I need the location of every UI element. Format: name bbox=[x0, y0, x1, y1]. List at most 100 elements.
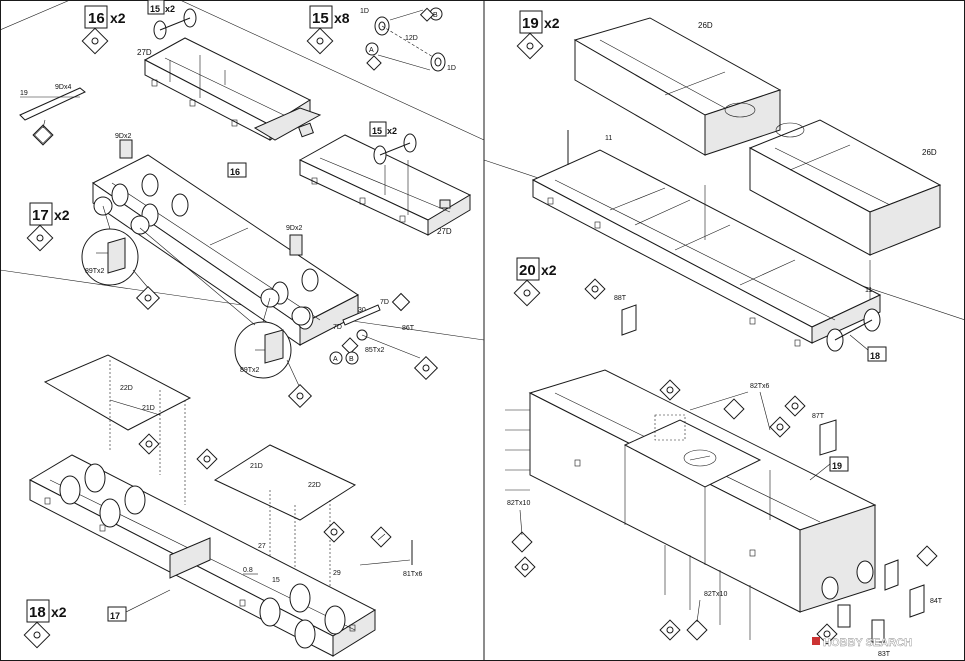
step-multiplier: x2 bbox=[541, 262, 557, 278]
section-separator-corner bbox=[0, 0, 71, 31]
part-label-85tx2: 85Tx2 bbox=[365, 347, 385, 354]
part-label-21d-a: 21D bbox=[142, 405, 155, 412]
step-multiplier: x2 bbox=[54, 207, 70, 223]
callout-b: B bbox=[349, 356, 354, 363]
part-label-82tx10-b: 82Tx10 bbox=[704, 591, 727, 598]
part-label-88t: 88T bbox=[614, 295, 627, 302]
step-number: 15 bbox=[150, 4, 160, 14]
step-number-box bbox=[84, 5, 108, 29]
dimension-29: 29 bbox=[333, 570, 341, 577]
part-label-21d-b: 21D bbox=[250, 463, 263, 470]
ref-18: 18 bbox=[870, 351, 880, 361]
glue-icon bbox=[769, 416, 791, 438]
cement-icon bbox=[516, 32, 544, 60]
watermark-logo-icon bbox=[812, 637, 820, 645]
step-number: 15 bbox=[312, 10, 329, 27]
part-label-9dx2-a: 9Dx2 bbox=[115, 133, 131, 140]
cut-icon bbox=[366, 55, 382, 71]
part-87t: 87T bbox=[784, 395, 837, 456]
step-16: 16 x2 bbox=[81, 5, 126, 55]
cement-icon bbox=[138, 433, 160, 455]
step-15-mid: 15 x2 bbox=[369, 121, 417, 215]
cement-drop-icon bbox=[316, 37, 324, 45]
part-label-82tx10-a: 82Tx10 bbox=[507, 500, 530, 507]
step-number: 19 bbox=[522, 15, 539, 32]
step-19: 19 x2 bbox=[516, 10, 560, 60]
part-label-12d: 12D bbox=[405, 35, 418, 42]
dimension-0-8: 0.8 bbox=[243, 567, 253, 574]
cement-icons-step18 bbox=[138, 433, 392, 548]
callout-a: A bbox=[333, 356, 338, 363]
callout-b: B bbox=[433, 12, 438, 19]
cement-drop-icon bbox=[36, 234, 44, 242]
step-17-ref: 17 bbox=[107, 589, 171, 622]
cement-icon bbox=[196, 448, 218, 470]
cut-icon bbox=[723, 398, 745, 420]
part-label-7d-b: 7D bbox=[333, 324, 342, 331]
step-number: 15 bbox=[372, 126, 382, 136]
part-label-86t: 86T bbox=[402, 325, 415, 332]
part-label-83t: 83T bbox=[878, 651, 891, 658]
glue-icon bbox=[816, 623, 838, 645]
cement-icon bbox=[23, 621, 51, 649]
step-multiplier: x2 bbox=[165, 4, 175, 14]
dimension-callouts: 27 0.8 15 29 bbox=[243, 543, 341, 584]
cement-drop-icon bbox=[526, 42, 534, 50]
part-84t: 84T bbox=[884, 545, 943, 618]
section-separator-left-0 bbox=[179, 0, 485, 141]
cement-drop-icon bbox=[91, 37, 99, 45]
part-label-82tx6: 82Tx6 bbox=[750, 383, 770, 390]
step-17: 17 x2 bbox=[26, 202, 70, 252]
step-number: 16 bbox=[88, 10, 105, 27]
part-82t-top: 82Tx6 bbox=[659, 379, 791, 438]
glue-icon bbox=[514, 556, 536, 578]
dimension-19: 19 bbox=[20, 90, 28, 97]
hull-17-assembly bbox=[28, 454, 377, 657]
part-label-22d-b: 22D bbox=[308, 482, 321, 489]
step-15-top-left: 15 x2 bbox=[147, 0, 197, 40]
step-number-box bbox=[519, 10, 543, 34]
part-83t: 83T bbox=[816, 604, 891, 658]
step-multiplier: x8 bbox=[334, 10, 350, 26]
part-label-89tx2-a: 89Tx2 bbox=[85, 268, 105, 275]
cement-icon bbox=[306, 27, 334, 55]
part-label-26d-b: 26D bbox=[922, 148, 937, 157]
part-label-27d-a: 27D bbox=[137, 48, 152, 57]
cut-icon bbox=[370, 526, 392, 548]
step-16-ref: 16 bbox=[227, 162, 247, 178]
glue-icon bbox=[135, 285, 161, 311]
step-number: 17 bbox=[32, 207, 49, 224]
step-number: 20 bbox=[519, 262, 536, 279]
hull-20-assembly bbox=[528, 369, 877, 613]
step-number-box bbox=[309, 5, 333, 29]
hull-16-assembly bbox=[92, 154, 359, 346]
part-label-1d: 1D bbox=[447, 65, 456, 72]
roof-26d-upper bbox=[573, 17, 782, 156]
part-label-11-a: 11 bbox=[605, 135, 612, 142]
step-multiplier: x2 bbox=[544, 15, 560, 31]
step-18-ref: 18 bbox=[849, 334, 887, 362]
cut-icon bbox=[686, 619, 708, 641]
glue-icon bbox=[659, 619, 681, 641]
dimension-27: 27 bbox=[258, 543, 266, 550]
part-label-1d: 1D bbox=[360, 8, 369, 15]
floor-22d-21d-right: 21D 22D bbox=[213, 444, 357, 600]
detail-circle-89t-b: 89Tx2 bbox=[139, 227, 313, 409]
roof-26d-lower bbox=[748, 119, 942, 256]
cut-icon bbox=[916, 545, 938, 567]
callout-a-icon bbox=[365, 42, 379, 56]
ref-16: 16 bbox=[230, 167, 240, 177]
glue-icon bbox=[784, 395, 806, 417]
step-19-ref: 19 bbox=[809, 456, 849, 481]
part-label-81tx6: 81Tx6 bbox=[403, 571, 423, 578]
glue-icon bbox=[413, 355, 439, 381]
part-label-7d-a: 7D bbox=[380, 299, 389, 306]
callout-a: A bbox=[369, 47, 374, 54]
ref-19: 19 bbox=[832, 461, 842, 471]
ref-17: 17 bbox=[110, 611, 120, 621]
cement-drop-icon bbox=[523, 289, 531, 297]
axle-part bbox=[159, 17, 191, 31]
hull-part-27d-bottom bbox=[253, 107, 472, 236]
cut-icon bbox=[341, 337, 359, 355]
